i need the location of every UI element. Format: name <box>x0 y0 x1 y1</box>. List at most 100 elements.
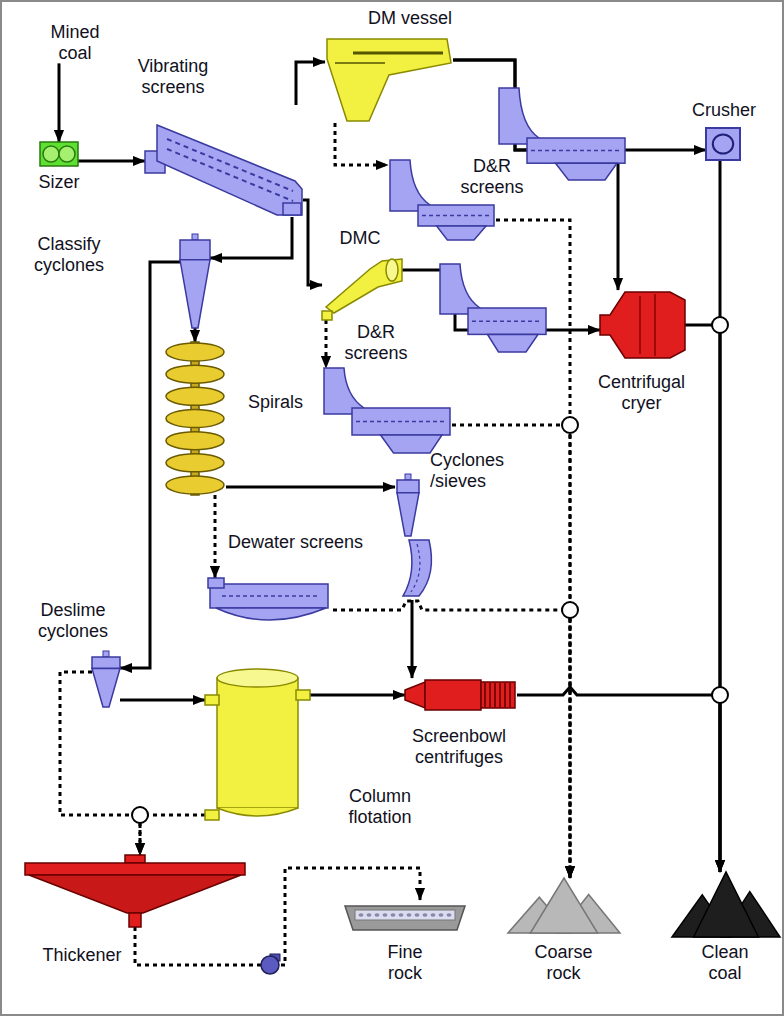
icon-part <box>355 910 455 920</box>
equipment-node: Spirals <box>164 342 226 495</box>
equipment-icon <box>508 878 620 933</box>
icon-part <box>352 408 450 435</box>
icon-part <box>397 493 419 536</box>
equipment-icon <box>322 368 452 453</box>
icon-part <box>359 913 364 917</box>
equipment-node: Sizer <box>40 142 78 166</box>
equipment-node: Crusher <box>706 128 740 160</box>
icon-part <box>180 260 210 328</box>
icon-part <box>415 913 420 917</box>
equipment-node: Column flotation <box>205 662 310 822</box>
refuse-flow-line <box>325 320 328 368</box>
equipment-icon <box>205 662 310 822</box>
product-flow-line <box>194 328 197 342</box>
product-flow-line <box>411 600 414 678</box>
icon-part <box>180 240 210 260</box>
icon-part <box>345 906 465 930</box>
refuse-flow-line <box>333 601 570 878</box>
equipment-label: Sizer <box>29 172 89 193</box>
icon-part <box>222 595 320 597</box>
icon-part <box>431 913 436 917</box>
pump-symbol <box>261 956 279 974</box>
equipment-label: D&R screens <box>336 322 416 363</box>
icon-part <box>600 292 685 358</box>
refuse-flow-line <box>60 672 140 855</box>
icon-part <box>706 128 740 160</box>
equipment-node: Classify cyclones <box>180 238 210 328</box>
icon-part <box>481 682 515 708</box>
feed-node: Mined coal <box>35 22 115 63</box>
icon-part <box>356 421 446 423</box>
equipment-node: DM vessel <box>325 35 453 123</box>
icon-part <box>499 683 501 707</box>
icon-part <box>125 855 145 863</box>
icon-part <box>407 913 412 917</box>
equipment-node: Deslime cyclones <box>92 655 120 707</box>
equipment-label: Centrifugal cryer <box>584 372 699 413</box>
icon-part <box>375 913 380 917</box>
product-flow-line <box>210 217 292 258</box>
icon-part <box>437 226 486 240</box>
icon-part <box>92 657 120 668</box>
equipment-label: Vibrating screens <box>118 56 228 97</box>
equipment-label: Cyclones /sieves <box>430 450 540 491</box>
screen-symbol <box>499 88 625 180</box>
equipment-node: D&R screens <box>388 160 496 240</box>
icon-part <box>397 480 419 493</box>
equipment-label: Screenbowl centrifuges <box>394 726 524 767</box>
product-flow-line <box>453 60 706 150</box>
equipment-node: Vibrating screens <box>145 105 303 217</box>
equipment-node: Centrifugal cryer <box>600 290 685 360</box>
junction <box>562 602 578 618</box>
refuse-flow-line <box>335 123 388 165</box>
icon-part <box>322 311 332 320</box>
icon-part <box>472 320 542 322</box>
equipment-node: Dewater screens <box>208 578 333 628</box>
equipment-node: Thickener <box>25 855 245 927</box>
equipment-icon <box>322 255 402 320</box>
icon-part <box>326 259 402 313</box>
icon-part <box>509 683 511 707</box>
icon-part <box>40 142 78 166</box>
icon-part <box>217 808 298 816</box>
icon-part <box>694 872 759 937</box>
equipment-label: Clean coal <box>690 942 760 983</box>
junction <box>712 687 728 703</box>
equipment-icon <box>25 855 245 927</box>
product-flow-line <box>78 160 145 163</box>
icon-part <box>353 52 443 55</box>
feed-label: Mined coal <box>35 22 115 63</box>
icon-part <box>488 334 539 352</box>
icon-part <box>418 205 494 226</box>
refuse-flow-line <box>214 495 217 578</box>
icon-part <box>399 913 404 917</box>
icon-part <box>422 215 490 217</box>
icon-part <box>386 259 398 281</box>
equipment-label: DMC <box>330 228 390 249</box>
product-flow-line <box>58 63 61 142</box>
equipment-label: Crusher <box>684 100 764 121</box>
icon-part <box>335 62 385 64</box>
icon-part <box>425 680 481 710</box>
equipment-node: D&R screens <box>322 368 452 453</box>
product-flow-line <box>685 325 720 872</box>
icon-part <box>92 668 120 707</box>
icon-part <box>166 343 224 361</box>
equipment-icon <box>92 655 120 707</box>
icon-part <box>640 294 655 356</box>
equipment-node: Fine rock <box>345 900 465 932</box>
icon-part <box>166 454 224 472</box>
equipment-icon <box>405 678 517 712</box>
icon-part <box>103 651 109 657</box>
refuse-flow-line <box>452 425 570 878</box>
icon-part <box>210 584 328 608</box>
junction <box>562 417 578 433</box>
icon-part <box>283 203 301 215</box>
icon-part <box>129 913 141 927</box>
icon-part <box>504 683 506 707</box>
icon-part <box>439 913 444 917</box>
icon-part <box>166 476 224 494</box>
icon-part <box>217 669 298 687</box>
icon-part <box>499 88 539 144</box>
